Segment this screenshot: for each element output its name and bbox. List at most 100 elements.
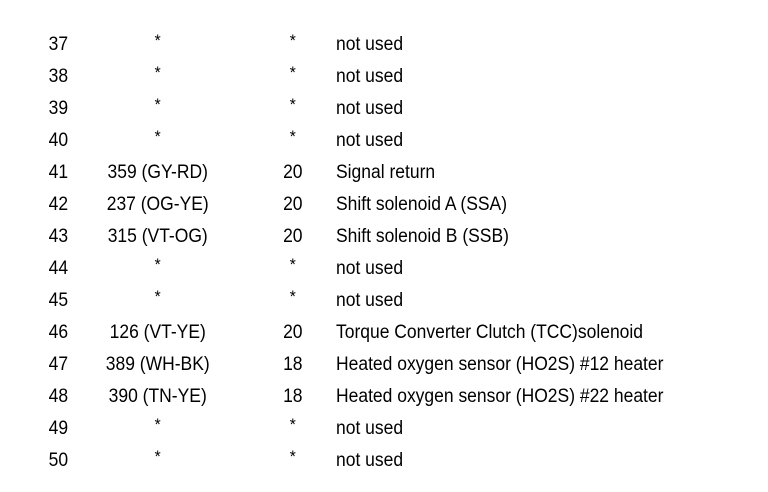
pin-number-cell: 45 <box>0 285 68 317</box>
wire-gauge-cell-text: 20 <box>283 194 303 215</box>
description-cell-text: not used <box>336 66 404 87</box>
unused-asterisk: * <box>154 415 161 434</box>
pin-number-cell-text: 39 <box>48 98 69 119</box>
description-cell: Torque Converter Clutch (TCC)solenoid <box>336 317 733 349</box>
wire-gauge-cell: * <box>256 445 330 477</box>
description-cell-text: not used <box>336 130 404 151</box>
description-cell-text: not used <box>336 258 404 279</box>
unused-asterisk: * <box>289 447 296 466</box>
pin-number-cell-text: 47 <box>48 354 69 375</box>
pin-number-cell-text: 38 <box>48 66 69 87</box>
table-row: 37 * * not used <box>0 29 768 61</box>
pin-number-cell: 46 <box>0 317 68 349</box>
description-cell-text: Heated oxygen sensor (HO2S) #12 heater <box>336 354 664 375</box>
wire-gauge-cell-text: 20 <box>283 322 303 343</box>
circuit-code-cell: * <box>74 93 241 125</box>
pin-number-cell-text: 41 <box>48 162 69 183</box>
pin-number-cell: 39 <box>0 93 68 125</box>
wire-gauge-cell: * <box>256 29 330 61</box>
wire-gauge-cell: 18 <box>256 381 330 413</box>
circuit-code-cell: 390 (TN-YE) <box>74 381 241 413</box>
pin-number-cell-text: 46 <box>48 322 69 343</box>
pin-number-cell-text: 50 <box>48 450 69 471</box>
pin-number-cell-text: 42 <box>48 194 69 215</box>
circuit-code-cell: 126 (VT-YE) <box>74 317 241 349</box>
description-cell-text: Shift solenoid B (SSB) <box>336 226 509 247</box>
description-cell: not used <box>336 253 733 285</box>
table-row: 38 * * not used <box>0 61 768 93</box>
circuit-code-cell: * <box>74 29 241 61</box>
wire-gauge-cell: * <box>256 93 330 125</box>
unused-asterisk: * <box>154 95 161 114</box>
unused-asterisk: * <box>154 447 161 466</box>
wire-gauge-cell: * <box>256 253 330 285</box>
circuit-code-cell: * <box>74 61 241 93</box>
description-cell: Signal return <box>336 157 733 189</box>
description-cell: Shift solenoid A (SSA) <box>336 189 733 221</box>
description-cell-text: not used <box>336 418 404 439</box>
wire-gauge-cell: * <box>256 285 330 317</box>
unused-asterisk: * <box>289 31 296 50</box>
unused-asterisk: * <box>154 31 161 50</box>
description-cell: Heated oxygen sensor (HO2S) #22 heater <box>336 381 733 413</box>
unused-asterisk: * <box>289 255 296 274</box>
pin-number-cell-text: 44 <box>48 258 69 279</box>
circuit-code-cell: * <box>74 445 241 477</box>
pin-number-cell: 47 <box>0 349 68 381</box>
wire-gauge-cell: 18 <box>256 349 330 381</box>
wire-gauge-cell-text: 18 <box>283 354 303 375</box>
description-cell: not used <box>336 445 733 477</box>
table-row: 44 * * not used <box>0 253 768 285</box>
wire-gauge-cell-text: 18 <box>283 386 303 407</box>
description-cell-text: not used <box>336 290 404 311</box>
circuit-code-cell-text: 390 (TN-YE) <box>108 386 207 407</box>
table-row: 50 * * not used <box>0 445 768 477</box>
pin-number-cell-text: 48 <box>48 386 69 407</box>
unused-asterisk: * <box>289 127 296 146</box>
pin-number-cell-text: 43 <box>48 226 69 247</box>
pin-number-cell: 41 <box>0 157 68 189</box>
description-cell: not used <box>336 29 733 61</box>
description-cell: not used <box>336 413 733 445</box>
pin-number-cell: 48 <box>0 381 68 413</box>
unused-asterisk: * <box>289 287 296 306</box>
unused-asterisk: * <box>289 63 296 82</box>
table-row: 48 390 (TN-YE) 18 Heated oxygen sensor (HO2… <box>0 381 768 413</box>
circuit-code-cell: * <box>74 125 241 157</box>
unused-asterisk: * <box>154 127 161 146</box>
unused-asterisk: * <box>154 63 161 82</box>
table-row: 39 * * not used <box>0 93 768 125</box>
unused-asterisk: * <box>289 95 296 114</box>
table-row: 49 * * not used <box>0 413 768 445</box>
description-cell: not used <box>336 285 733 317</box>
wire-gauge-cell: 20 <box>256 221 330 253</box>
description-cell: not used <box>336 93 733 125</box>
wire-gauge-cell: * <box>256 61 330 93</box>
circuit-code-cell: 237 (OG-YE) <box>74 189 241 221</box>
circuit-code-cell-text: 359 (GY-RD) <box>107 162 208 183</box>
unused-asterisk: * <box>154 255 161 274</box>
pin-number-cell: 50 <box>0 445 68 477</box>
wire-gauge-cell: * <box>256 125 330 157</box>
table-row: 45**not used <box>0 285 768 317</box>
pin-number-cell-text: 37 <box>48 34 69 55</box>
wire-gauge-cell: 20 <box>256 157 330 189</box>
pin-number-cell: 40 <box>0 125 68 157</box>
pin-number-cell: 44 <box>0 253 68 285</box>
wire-gauge-cell: * <box>256 413 330 445</box>
description-cell: not used <box>336 61 733 93</box>
wire-gauge-cell: 20 <box>256 317 330 349</box>
description-cell: Heated oxygen sensor (HO2S) #12 heater <box>336 349 733 381</box>
circuit-code-cell: 315 (VT-OG) <box>74 221 241 253</box>
description-cell-text: Heated oxygen sensor (HO2S) #22 heater <box>336 386 664 407</box>
pin-number-cell-text: 49 <box>48 418 69 439</box>
pin-number-cell-text: 40 <box>48 130 69 151</box>
